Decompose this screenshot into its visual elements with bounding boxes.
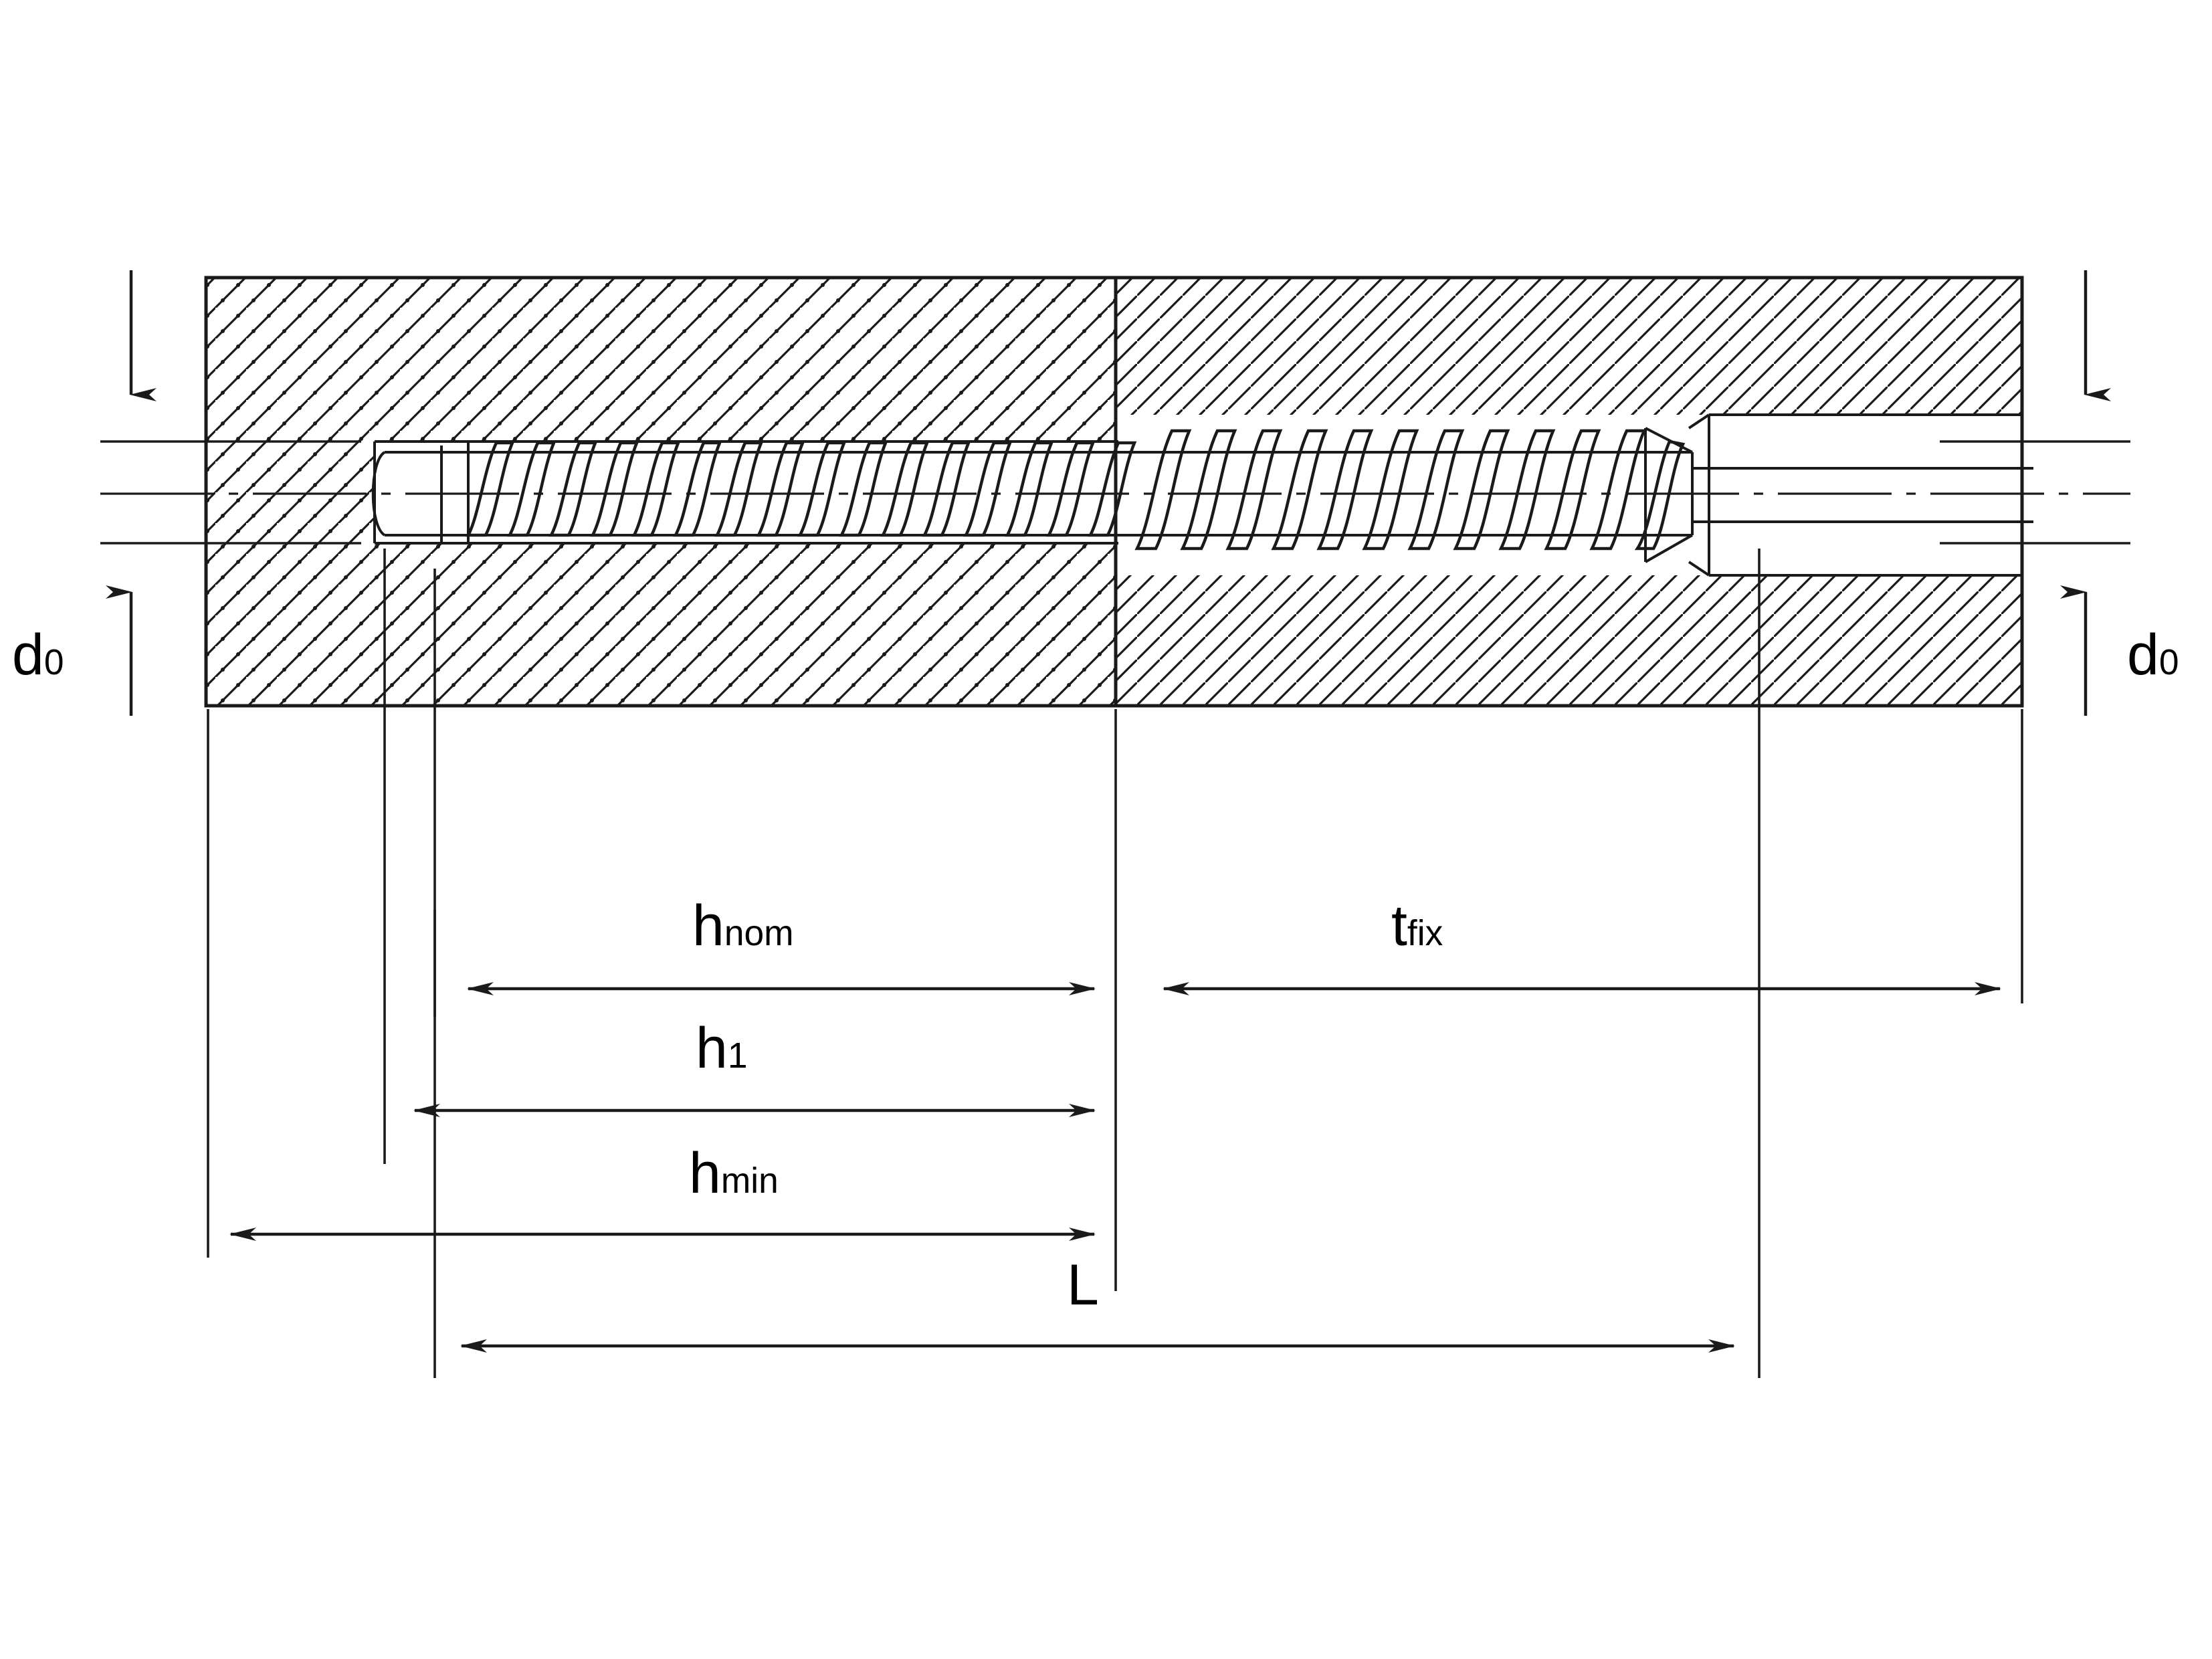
label-h-1: h1 — [696, 1016, 748, 1080]
fixture-clearance-hole — [1688, 413, 2022, 577]
label-d0-left: d0 — [12, 623, 64, 687]
label-L: L — [1067, 1253, 1099, 1317]
label-h-nom: hnom — [692, 894, 794, 958]
dimension-d0-left — [100, 270, 361, 716]
thread-profile-embedded — [466, 441, 1137, 537]
screw-anchor — [371, 427, 2033, 563]
dimension-h-nom — [433, 910, 1096, 1017]
dimension-d0-right — [1940, 270, 2130, 716]
label-t-fix: tfix — [1391, 894, 1443, 958]
label-h-min: hmin — [689, 1141, 779, 1205]
steel-fixture — [1114, 276, 2024, 708]
label-d0-right: d0 — [2127, 623, 2179, 687]
thread-profile-fixture — [1134, 429, 1686, 551]
concrete-base-material — [204, 276, 1118, 708]
